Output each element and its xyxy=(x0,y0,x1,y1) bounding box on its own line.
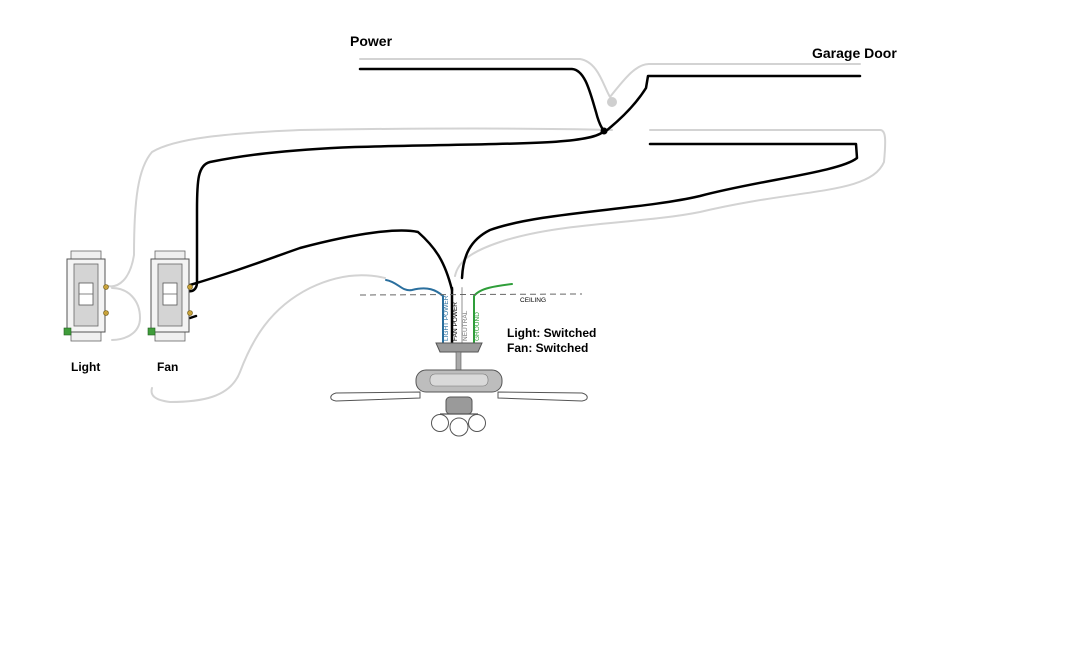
light-switch-yoke-bottom xyxy=(70,331,102,342)
ground-wire-label: GROUND xyxy=(474,312,481,341)
junction-splice-dot xyxy=(600,127,608,135)
light-switch-terminal-top xyxy=(103,284,109,290)
light-switch-ground-screw xyxy=(63,327,72,336)
upper-feed-sheath xyxy=(107,127,613,288)
ceiling-fan xyxy=(330,342,588,437)
fan-switch-label: Fan xyxy=(157,360,178,374)
light-power-wire-label: LIGHT POWER xyxy=(443,295,450,341)
power-label: Power xyxy=(350,33,393,49)
fan-power-wire-label: FAN POWER xyxy=(452,302,459,341)
fan-switch-yoke-bottom xyxy=(154,331,186,342)
fan-switch-terminal-top xyxy=(187,284,193,290)
lower-return-sheath xyxy=(150,274,386,403)
power-hot-wire xyxy=(358,67,606,133)
junction-splice-gray xyxy=(607,97,617,107)
fan-switch-yoke-top xyxy=(154,250,186,260)
fan-switch-leg-wire xyxy=(188,229,454,292)
switch-jumper-sheath xyxy=(111,287,141,341)
light-switch-terminal-bottom xyxy=(103,310,109,316)
fan-canopy xyxy=(435,342,483,353)
switch-loop-sheath xyxy=(454,129,887,277)
fan-light-bulb-center xyxy=(449,417,469,437)
fan-blade-left xyxy=(330,391,421,402)
neutral-wire-label: NEUTRAL xyxy=(462,310,469,341)
fan-light-bulb-right xyxy=(468,414,486,432)
garage-door-hot-wire xyxy=(604,74,862,133)
fan-light-bulb-left xyxy=(431,414,449,432)
fan-switch xyxy=(147,250,193,342)
fan-switch-terminal-bottom xyxy=(187,310,193,316)
ceiling-wires xyxy=(385,279,513,347)
ground-wire xyxy=(473,283,513,346)
fan-downrod xyxy=(455,351,462,371)
light-switch-label: Light xyxy=(71,360,100,374)
fan-light-kit-housing xyxy=(445,396,473,415)
fan-blade-right xyxy=(497,391,588,402)
fan-switch-ground-screw xyxy=(147,327,156,336)
fan-status-label: Fan: Switched xyxy=(507,341,588,355)
fan-feed-wire xyxy=(186,129,606,293)
light-switch-yoke-top xyxy=(70,250,102,260)
garage-door-label: Garage Door xyxy=(812,45,897,61)
light-switch xyxy=(63,250,109,342)
ceiling-label: CEILING xyxy=(520,297,546,304)
light-switch-leg-wire xyxy=(460,142,859,280)
cable-sheaths xyxy=(107,58,887,403)
hot-wires xyxy=(186,67,862,320)
light-status-label: Light: Switched xyxy=(507,326,596,340)
fan-switch-lower-terminal-wire xyxy=(188,314,198,320)
ceiling-line xyxy=(359,293,583,296)
fan-motor-band xyxy=(429,373,489,387)
light-power-wire xyxy=(385,279,444,346)
power-cable-sheath xyxy=(359,58,861,98)
